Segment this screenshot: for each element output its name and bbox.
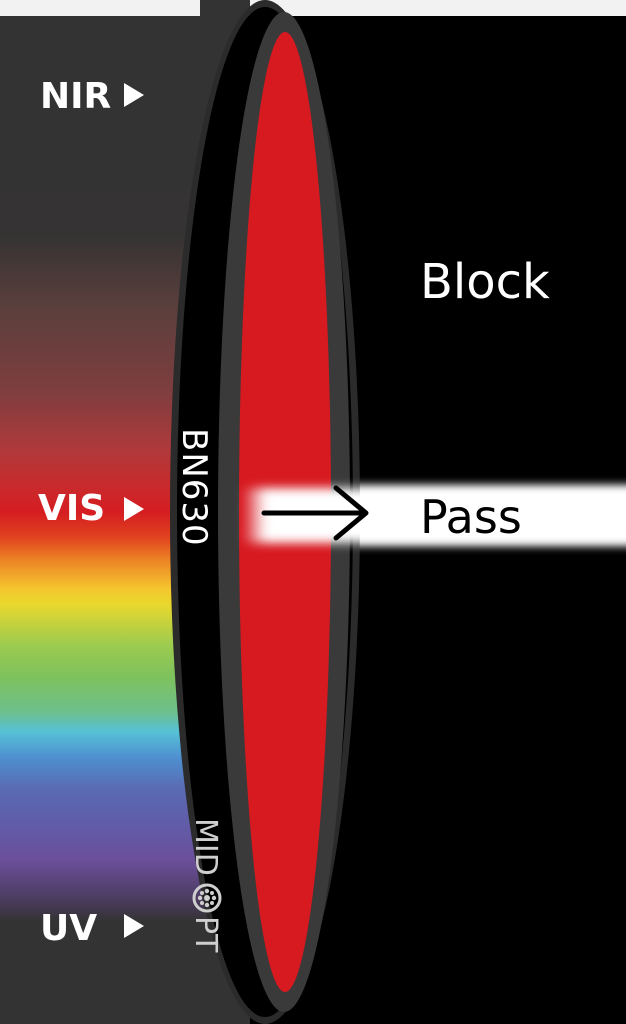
lens-aperture-icon (192, 883, 222, 913)
uv-label: UV (40, 908, 97, 949)
left-top-strip (0, 0, 200, 16)
top-strip (250, 0, 626, 16)
filter-model-label: BN630 (174, 428, 214, 547)
nir-label: NIR (40, 76, 111, 117)
vis-label: VIS (38, 488, 105, 529)
vis-arrow-icon (124, 497, 144, 521)
nir-arrow-icon (124, 83, 144, 107)
brand-logo-left: MID (188, 818, 223, 876)
block-label: Block (420, 254, 550, 310)
right-arrow-icon (261, 485, 369, 541)
brand-logo-right: PT (188, 916, 223, 953)
uv-arrow-icon (124, 914, 144, 938)
brand-logo: MID PT (188, 818, 223, 953)
pass-label: Pass (420, 490, 522, 544)
